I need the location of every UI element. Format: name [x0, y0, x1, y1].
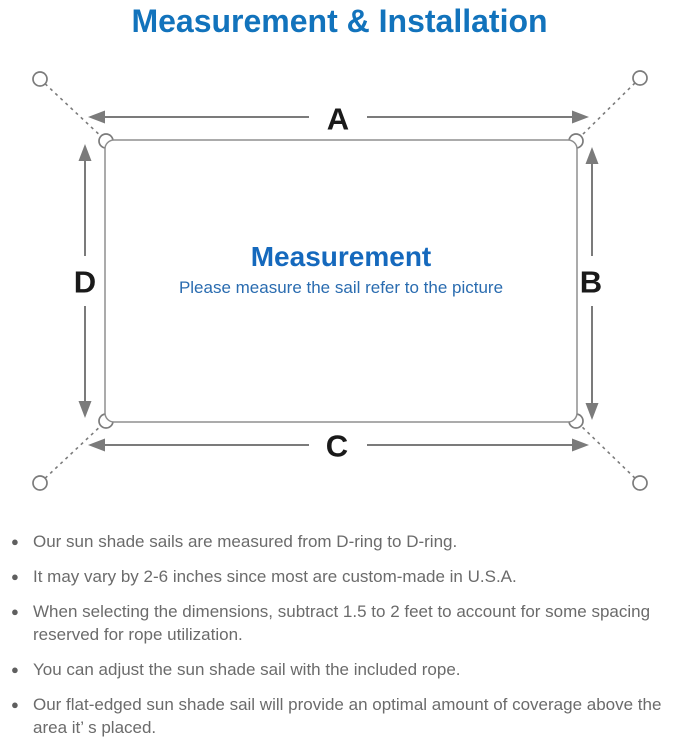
- list-item: ● When selecting the dimensions, subtrac…: [8, 600, 677, 646]
- anchor-point-icon: [632, 475, 648, 491]
- dimension-arrow-b: B: [580, 147, 602, 420]
- dimension-label-c: C: [326, 429, 348, 464]
- note-text: Our flat-edged sun shade sail will provi…: [33, 695, 662, 737]
- list-item: ● You can adjust the sun shade sail with…: [8, 658, 677, 681]
- anchor-points: [32, 70, 648, 491]
- measurement-notes-list: ● Our sun shade sails are measured from …: [8, 530, 677, 739]
- bullet-icon: ●: [11, 604, 19, 619]
- tether-line-bottom-left: [39, 421, 106, 484]
- sail-outline: [104, 139, 578, 423]
- dimension-arrow-a: A: [88, 102, 589, 137]
- note-text: It may vary by 2-6 inches since most are…: [33, 567, 517, 586]
- dimension-label-d: D: [74, 265, 96, 300]
- sail-caption-heading: Measurement: [250, 241, 432, 272]
- bullet-icon: ●: [11, 569, 19, 584]
- list-item: ● Our sun shade sails are measured from …: [8, 530, 677, 553]
- list-item: ● It may vary by 2-6 inches since most a…: [8, 565, 677, 588]
- note-text: When selecting the dimensions, subtract …: [33, 602, 651, 644]
- arrow-head-icon: [78, 144, 92, 161]
- sail-caption: Measurement Please measure the sail refe…: [105, 242, 577, 298]
- anchor-point-icon: [632, 70, 648, 86]
- anchor-point-icon: [32, 475, 48, 491]
- arrow-head-icon: [572, 110, 589, 124]
- bullet-icon: ●: [11, 697, 19, 712]
- tether-line-top-left: [39, 78, 106, 141]
- dimension-label-b: B: [580, 265, 602, 300]
- dimension-label-a: A: [327, 102, 349, 137]
- bullet-icon: ●: [11, 534, 19, 549]
- anchor-point-icon: [32, 71, 48, 87]
- list-item: ● Our flat-edged sun shade sail will pro…: [8, 693, 677, 739]
- tether-line-top-right: [576, 77, 641, 141]
- arrow-head-icon: [88, 110, 105, 124]
- tether-line-bottom-right: [576, 421, 641, 484]
- note-text: You can adjust the sun shade sail with t…: [33, 660, 461, 679]
- arrow-head-icon: [78, 401, 92, 418]
- arrow-head-icon: [572, 438, 589, 452]
- tether-lines: [39, 77, 641, 484]
- arrow-head-icon: [88, 438, 105, 452]
- sail-caption-subtitle: Please measure the sail refer to the pic…: [178, 278, 504, 297]
- dimension-arrow-c: C: [88, 429, 589, 464]
- page-title: Measurement & Installation: [131, 3, 548, 39]
- note-text: Our sun shade sails are measured from D-…: [33, 532, 458, 551]
- shade-sail-diagram: A C D B: [32, 70, 648, 491]
- bullet-icon: ●: [11, 662, 19, 677]
- arrow-head-icon: [585, 403, 599, 420]
- arrow-head-icon: [585, 147, 599, 164]
- dimension-arrow-d: D: [74, 144, 96, 418]
